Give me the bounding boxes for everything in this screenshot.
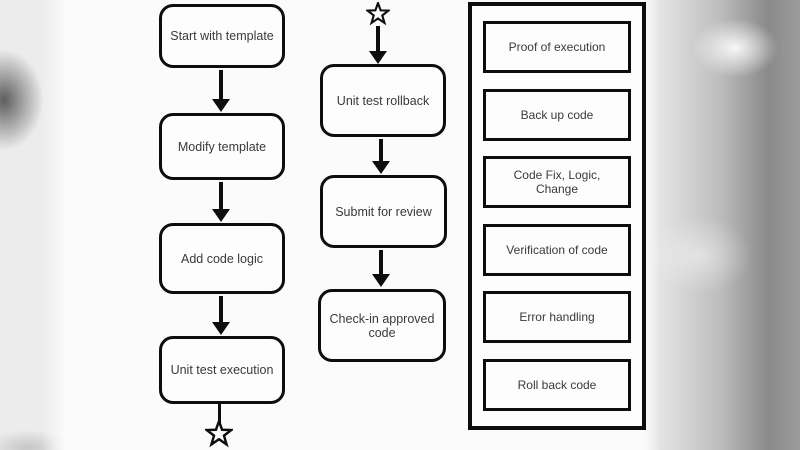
flow-arrow [372, 139, 390, 174]
arrow-head [369, 51, 387, 64]
arrow-head [212, 99, 230, 112]
panel-item-label: Error handling [519, 310, 595, 325]
arrow-head [372, 161, 390, 174]
connector-line [218, 404, 221, 423]
panel-item-label: Code Fix, Logic, Change [513, 168, 601, 197]
panel-item-verification-of-code: Verification of code [483, 223, 631, 276]
flow-step-unit-test-rollback: Unit test rollback [320, 64, 446, 137]
flow-step-label: Add code logic [180, 251, 263, 266]
panel-item-roll-back-code: Roll back code [483, 358, 631, 411]
panel-item-error-handling: Error handling [483, 291, 631, 344]
flow-step-label: Submit for review [335, 204, 432, 219]
flow-step-label: Unit test rollback [336, 93, 430, 108]
flow-step-label: Start with template [170, 29, 274, 43]
arrow-shaft [219, 296, 223, 322]
arrow-head [212, 209, 230, 222]
flow-arrow [369, 26, 387, 64]
arrow-shaft [219, 70, 223, 99]
arrow-shaft [219, 182, 223, 209]
star-connector-icon [366, 2, 390, 26]
flow-step-check-in-approved-code: Check-in approved code [318, 289, 446, 362]
flow-arrow [212, 182, 230, 222]
panel-item-code-fix-logic-change: Code Fix, Logic, Change [483, 156, 631, 209]
flow-step-unit-test-execution: Unit test execution [159, 336, 285, 404]
flow-step-modify-template: Modify template [159, 113, 285, 180]
flow-step-label: Check-in approved code [329, 311, 435, 340]
star-connector-icon [205, 420, 233, 448]
arrow-shaft [379, 139, 383, 161]
panel-item-label: Proof of execution [508, 40, 606, 55]
arrow-shaft [379, 250, 383, 274]
arrow-shaft [376, 26, 380, 51]
flow-arrow [372, 250, 390, 287]
flow-arrow [212, 296, 230, 335]
process-panel: Proof of execution Back up code Code Fix… [468, 2, 646, 430]
flow-step-add-code-logic: Add code logic [159, 223, 285, 294]
flow-step-submit-for-review: Submit for review [320, 175, 447, 248]
flow-step-label: Modify template [177, 139, 267, 154]
panel-item-label: Verification of code [506, 242, 608, 257]
arrow-head [372, 274, 390, 287]
flow-arrow [212, 70, 230, 112]
panel-item-back-up-code: Back up code [483, 88, 631, 141]
panel-item-label: Roll back code [517, 377, 597, 392]
panel-item-proof-of-execution: Proof of execution [483, 21, 631, 74]
arrow-head [212, 322, 230, 335]
flow-step-start-with-template: Start with template [159, 4, 285, 68]
panel-item-label: Back up code [520, 107, 594, 122]
flow-step-label: Unit test execution [170, 363, 274, 377]
